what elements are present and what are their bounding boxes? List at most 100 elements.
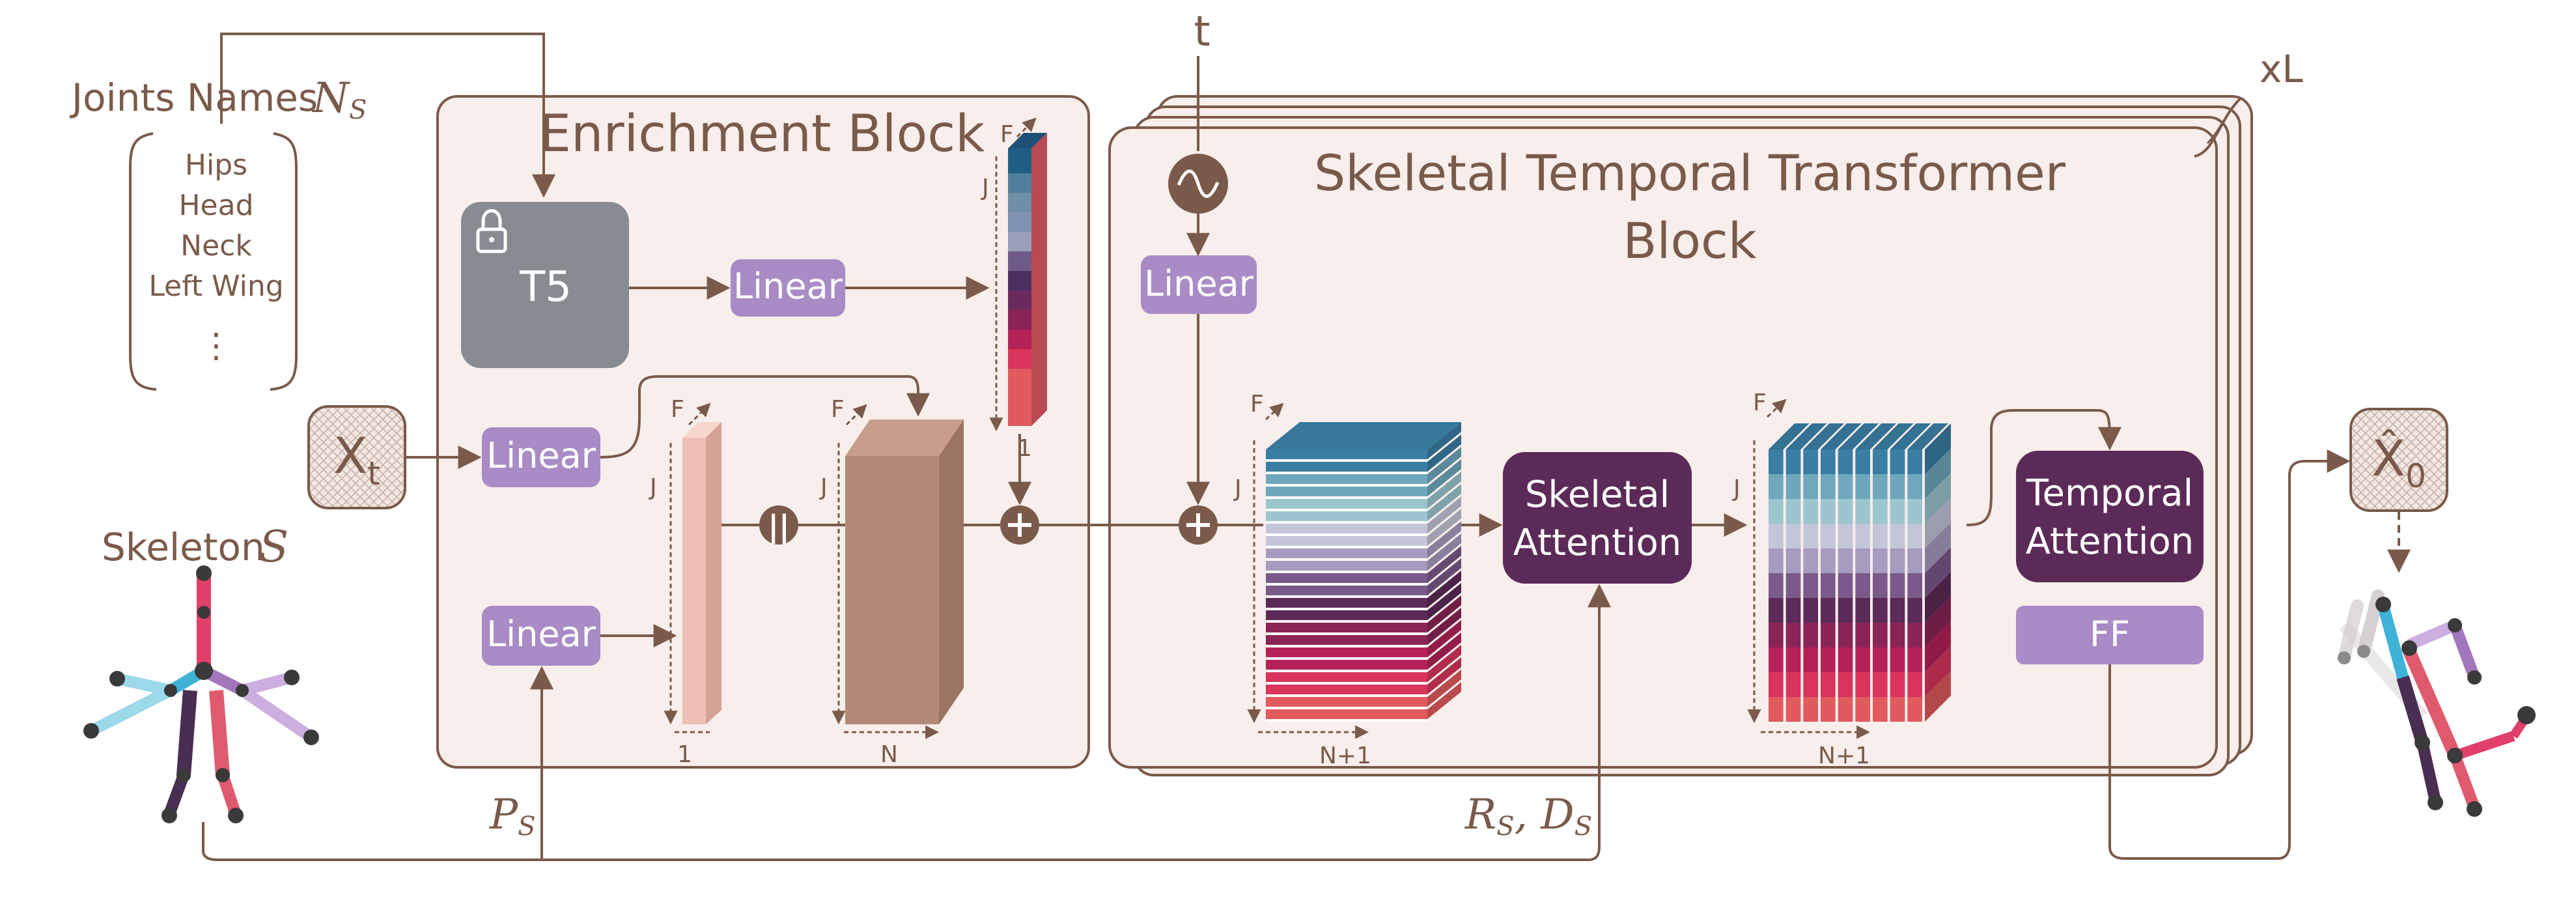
stack-column (1803, 423, 1844, 722)
stack-slice (1266, 645, 1461, 685)
output-x0-label: X̂0 (2372, 429, 2426, 495)
text-embedding-stack: F J 1 (981, 117, 1047, 462)
transformer-title-line1: Skeletal Temporal Transformer (1314, 144, 2066, 202)
temporal-attention-box (2016, 451, 2204, 582)
svg-text:N+1: N+1 (1818, 743, 1870, 769)
t5-box (461, 202, 629, 368)
edge-label-rd: RS, DS (1464, 791, 1592, 842)
stack-side-face (1925, 448, 1951, 499)
stack-slice (1266, 472, 1461, 511)
svg-text:J: J (1233, 475, 1242, 502)
stack-column (1769, 423, 1810, 722)
svg-text:F: F (831, 396, 845, 423)
edge-joints-to-t5 (220, 33, 555, 198)
stack-side-face (1925, 423, 1951, 474)
skeletal-attention-label: Skeletal (1525, 474, 1670, 516)
joint-item: Left Wing (148, 270, 283, 303)
stack-slice (1266, 422, 1461, 462)
stack-slice (1266, 571, 1461, 610)
stack-slice (1266, 583, 1461, 623)
stack-column (1785, 423, 1827, 722)
edge-ff-to-output (2108, 449, 2351, 860)
stack-slice (1266, 484, 1461, 524)
enriched-cube: F J N (819, 396, 964, 768)
token-stack-1: F J N+1 (1233, 391, 1371, 769)
edge-label-p: PS (489, 791, 535, 842)
joint-item: Hips (185, 149, 247, 182)
stack-slice (1266, 496, 1461, 536)
stack-slice (1266, 546, 1461, 586)
svg-text:F: F (1000, 121, 1014, 148)
stack-column (1821, 423, 1862, 722)
skeletal-attention-label: Attention (1513, 522, 1681, 564)
stack-slice (1266, 509, 1461, 548)
svg-text:J: J (819, 474, 828, 501)
input-xt-label: Xt (333, 427, 380, 492)
svg-text:F: F (671, 396, 684, 423)
time-label: t (1194, 8, 1210, 56)
stack-slice (1266, 595, 1461, 635)
stack-slice (1266, 533, 1461, 573)
ff-box (2016, 606, 2204, 664)
linear-t5-box (731, 259, 845, 317)
stack-column (1907, 423, 1948, 722)
linear-t-label: Linear (1144, 263, 1254, 304)
stack-side-face (1925, 473, 1951, 524)
stack-column (1855, 423, 1896, 722)
skeleton-title: Skeleton (102, 525, 265, 569)
skeleton-symbol: S (259, 522, 288, 572)
svg-text:F: F (1250, 391, 1264, 418)
skeleton-figure (83, 565, 319, 823)
joints-bracket-left (129, 132, 157, 391)
joint-item: Head (178, 189, 253, 222)
enrichment-title: Enrichment Block (539, 105, 985, 163)
stack-slice (1266, 459, 1461, 499)
stack-side-face (1925, 621, 1951, 672)
temporal-attention-label: Attention (2026, 520, 2194, 563)
linear-p-label: Linear (486, 614, 596, 655)
stack-column (1838, 423, 1879, 722)
joints-title: Joints Names (70, 76, 318, 120)
joint-item: Neck (180, 229, 252, 262)
ff-label: FF (2090, 614, 2130, 655)
stack-column (1873, 423, 1914, 722)
skeleton-embedding-slab: F J 1 (649, 396, 721, 768)
repeat-label: xL (2260, 47, 2303, 91)
stack-side-face (1925, 646, 1951, 697)
stack-slice (1266, 620, 1461, 660)
skeletal-attention-box (1503, 452, 1692, 584)
edge-linear-x-to-cube (600, 375, 930, 459)
stack-slice (1266, 434, 1461, 474)
t5-label: T5 (519, 263, 572, 311)
stack-slice (1266, 632, 1461, 672)
lock-icon (476, 209, 507, 253)
stack-side-face (1925, 572, 1951, 623)
stack-side-face (1925, 522, 1951, 573)
output-motion-figure (2338, 589, 2536, 817)
svg-text:1: 1 (677, 741, 692, 768)
stack-slice (1266, 521, 1461, 561)
stack-slice (1266, 608, 1461, 647)
stack-slice (1266, 682, 1461, 722)
linear-t5-label: Linear (733, 266, 843, 307)
svg-text:N+1: N+1 (1319, 743, 1371, 769)
stack-side-face (1925, 597, 1951, 647)
stack-side-face (1925, 671, 1951, 722)
svg-text:J: J (981, 175, 989, 201)
stack-column (1890, 423, 1931, 722)
output-x0-box (2349, 408, 2448, 512)
joint-ellipsis: ⋮ (199, 326, 233, 365)
stack-side-face (1925, 498, 1951, 548)
edge-stack2-to-temporal (1966, 409, 2121, 526)
linear-t-box (1141, 255, 1257, 314)
token-stack-2: F J N+1 (1732, 390, 1871, 769)
stack-slice (1266, 558, 1461, 598)
svg-text:N: N (880, 741, 898, 768)
concat-label: || (768, 509, 790, 545)
concat-op (759, 505, 798, 545)
linear-x-box (482, 427, 600, 487)
stack-slice (1266, 447, 1461, 487)
stack-slice (1266, 670, 1461, 709)
svg-text:J: J (649, 474, 657, 501)
